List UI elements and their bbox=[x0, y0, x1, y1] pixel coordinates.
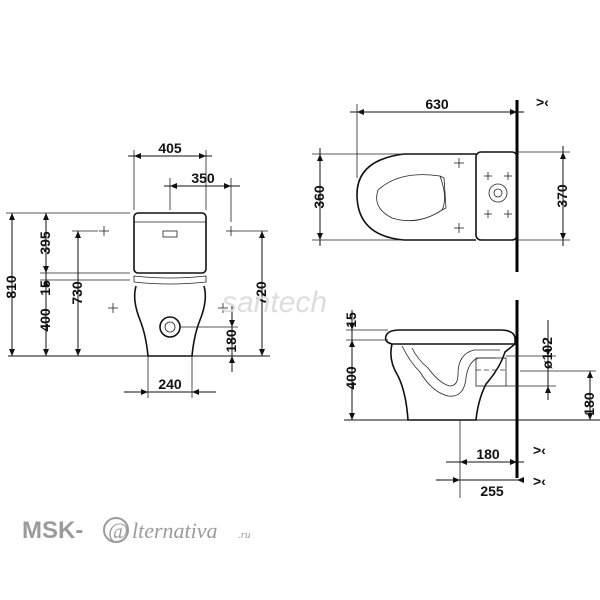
dim-360-label: 360 bbox=[311, 185, 327, 209]
logo-prefix: MSK- bbox=[22, 517, 83, 544]
dim-15-label: 15 bbox=[37, 280, 53, 296]
logo-suffix: .ru bbox=[238, 529, 251, 541]
dim-side-180b-label: 180 bbox=[476, 446, 500, 462]
dim-top-width-left: 360 bbox=[311, 148, 404, 246]
dim-395-label: 395 bbox=[37, 231, 53, 255]
dim-side-400-label: 400 bbox=[343, 366, 359, 390]
top-mount-holes bbox=[454, 158, 512, 233]
front-outlet-inner bbox=[164, 321, 176, 333]
front-bowl bbox=[133, 285, 207, 357]
dim-front-base-width: 240 bbox=[124, 356, 216, 398]
dim-side-15-label: 15 bbox=[343, 312, 359, 328]
dim-630-label: 630 bbox=[425, 96, 449, 112]
dim-front-height-right: 720 bbox=[236, 230, 269, 356]
dim-730-label: 730 bbox=[69, 281, 85, 305]
front-seat bbox=[133, 275, 207, 285]
top-seat-opening bbox=[376, 174, 445, 222]
dim-180-front-label: 180 bbox=[223, 329, 239, 353]
dim-255-label: 255 bbox=[480, 483, 504, 499]
dim-370-label: 370 bbox=[554, 184, 570, 208]
dim-front-height-inner: 730 bbox=[69, 230, 98, 356]
dim-side-outlet-diameter: ø102 bbox=[506, 320, 556, 400]
top-tank-button bbox=[488, 183, 508, 203]
dim-front-width-holes: 350 bbox=[164, 170, 240, 222]
top-wall-symbol: >‹ bbox=[536, 94, 549, 110]
top-view: 630 >‹ 360 370 bbox=[311, 94, 570, 272]
logo-at: @ bbox=[108, 518, 128, 543]
dim-front-outlet-height: 180 bbox=[180, 306, 239, 372]
logo-script: lternativa bbox=[132, 518, 218, 543]
dim-side-gap-height: 15 400 bbox=[343, 310, 388, 420]
dim-side-outlet-height: 180 bbox=[520, 370, 597, 420]
side-outlet bbox=[475, 357, 507, 387]
front-tank bbox=[133, 212, 207, 274]
top-tank bbox=[475, 151, 518, 241]
dim-720-label: 720 bbox=[253, 281, 269, 305]
side-trap bbox=[401, 345, 496, 397]
side-wall-symbol-a: >‹ bbox=[533, 442, 546, 458]
watermark-text: santech bbox=[222, 286, 327, 319]
dim-top-length: 630 bbox=[350, 96, 524, 178]
top-bowl-outer bbox=[356, 153, 476, 241]
dim-240-label: 240 bbox=[158, 376, 182, 392]
side-wall-symbol-b: >‹ bbox=[533, 473, 546, 489]
front-outlet bbox=[159, 316, 181, 338]
logo: MSK- @ lternativa .ru bbox=[22, 517, 251, 544]
logo-at-ring bbox=[103, 517, 129, 543]
side-seat bbox=[384, 329, 516, 345]
dim-side-distance-a: 180 bbox=[446, 420, 524, 498]
dim-front-height-stack: 395 15 400 bbox=[37, 213, 130, 356]
dim-diameter-label: ø102 bbox=[539, 337, 555, 369]
dim-405-label: 405 bbox=[158, 140, 182, 156]
dim-side-distance-b: 255 bbox=[436, 477, 524, 499]
flush-button bbox=[162, 230, 178, 238]
dim-side-180-label: 180 bbox=[581, 392, 597, 416]
side-bowl-outer bbox=[390, 343, 516, 421]
side-view: 15 400 ø102 180 180 bbox=[343, 300, 600, 499]
dim-350-label: 350 bbox=[191, 170, 215, 186]
dim-front-height-total: 810 bbox=[3, 212, 130, 356]
front-view: 405 350 810 395 15 bbox=[3, 140, 270, 398]
dim-400-label: 400 bbox=[37, 308, 53, 332]
dim-front-width-total: 405 bbox=[128, 140, 212, 210]
dim-top-width-right: 370 bbox=[517, 146, 570, 246]
dim-810-label: 810 bbox=[3, 275, 19, 299]
front-mount-holes bbox=[99, 226, 236, 313]
